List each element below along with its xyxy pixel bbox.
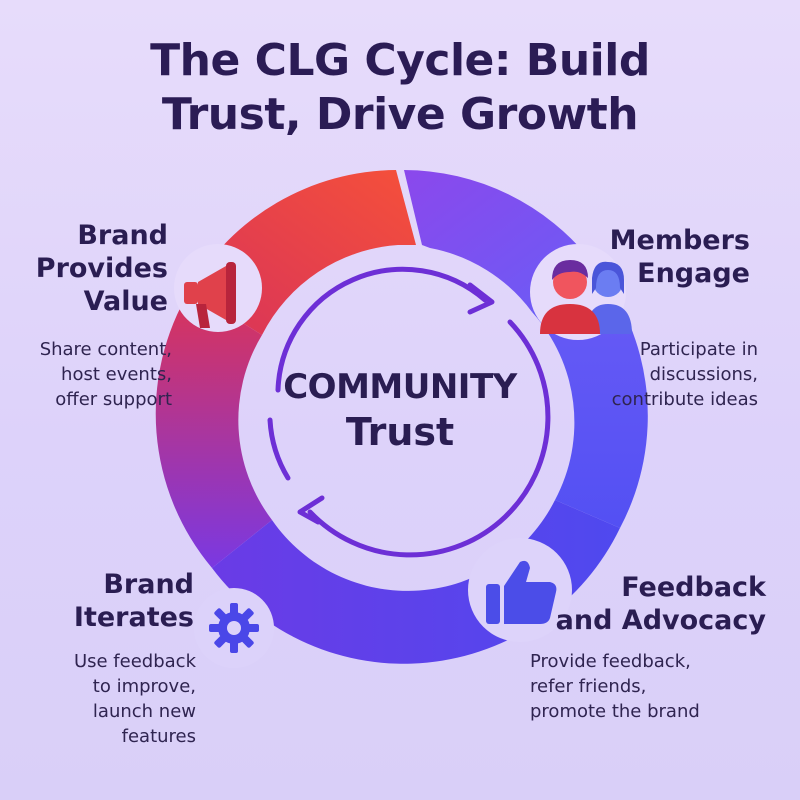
stage-desc-members-engage: Participate in discussions, contribute i… (611, 339, 758, 410)
stage-title-feedback-advocacy: Feedback and Advocacy (555, 572, 766, 636)
stage-desc-brand-provides-value: Share content, host events, offer suppor… (39, 339, 172, 410)
gear-icon (209, 603, 259, 653)
center-title: COMMUNITY (283, 367, 517, 407)
stage-title-brand-iterates: Brand Iterates (73, 569, 194, 633)
title-line-1: The CLG Cycle: Build (150, 35, 650, 86)
inner-arrow-right (307, 319, 551, 558)
ring-segment-left (155, 290, 272, 568)
inner-arrow-top (275, 266, 488, 393)
stage-desc-brand-iterates: Use feedback to improve, launch new feat… (73, 651, 196, 747)
title-line-2: Trust, Drive Growth (161, 89, 639, 140)
center-subtitle: Trust (345, 410, 455, 454)
stage-title-brand-provides-value: Brand Provides Value (35, 220, 168, 317)
megaphone-icon (184, 262, 236, 328)
page-title: The CLG Cycle: Build Trust, Drive Growth (0, 34, 800, 142)
people-icon (540, 260, 632, 334)
stage-desc-feedback-advocacy: Provide feedback, refer friends, promote… (530, 651, 700, 722)
thumbs-up-icon (486, 560, 557, 624)
inner-arrow-left (267, 417, 291, 481)
stage-title-members-engage: Members Engage (609, 225, 750, 289)
